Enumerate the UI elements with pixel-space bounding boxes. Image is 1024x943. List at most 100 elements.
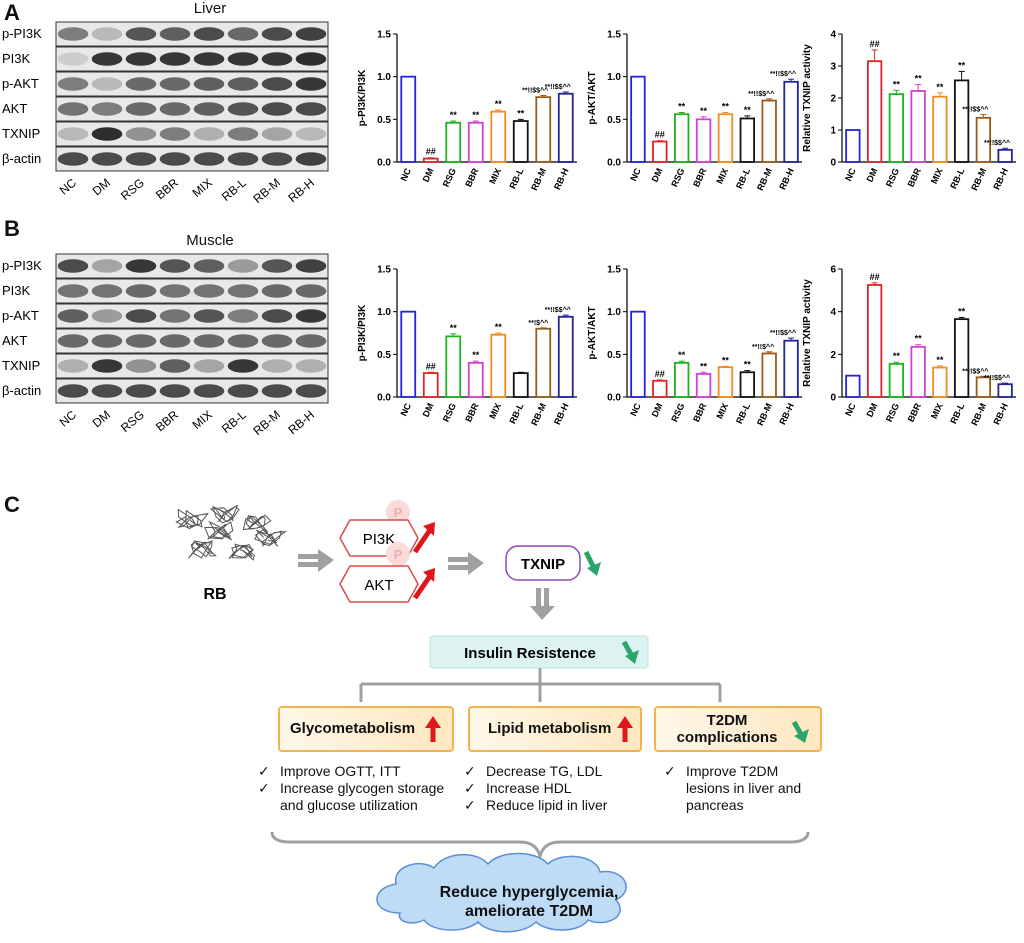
significance-label: **	[450, 323, 458, 333]
significance-label: **	[700, 106, 708, 116]
blot-band	[57, 384, 89, 398]
blot-band	[227, 27, 259, 41]
blot-row-label: AKT	[2, 101, 27, 116]
blot-band	[193, 127, 225, 141]
blot-band	[261, 359, 293, 373]
bar	[953, 79, 970, 163]
significance-label: **!!$$^^	[522, 86, 548, 94]
bar	[953, 318, 970, 398]
significance-label: **	[958, 306, 966, 316]
rb-strand	[187, 540, 217, 559]
blot-band	[193, 334, 225, 348]
significance-label: **!!$$^^	[962, 367, 988, 375]
txnip-down-arrow-icon	[583, 550, 601, 576]
bar	[630, 310, 646, 398]
bar	[845, 129, 861, 163]
blot-band	[125, 359, 157, 373]
blot-band	[57, 259, 89, 273]
significance-label: **	[495, 99, 503, 109]
y-tick-label: 1	[830, 126, 836, 137]
blot-row-label: p-PI3K	[2, 26, 42, 41]
blot-band	[227, 359, 259, 373]
list-item: Improve T2DM lesions in liver and pancre…	[664, 763, 814, 814]
blot-lane-label: BBR	[153, 407, 181, 434]
x-tick-label: DM	[864, 402, 879, 419]
blot-lane-label: NC	[57, 175, 80, 197]
y-tick-label: 0.0	[377, 158, 391, 169]
blot-band	[91, 334, 123, 348]
blot-band	[57, 27, 89, 41]
blot-band	[193, 77, 225, 91]
bar	[932, 95, 948, 163]
blot-band	[57, 102, 89, 116]
insulin-down-arrow-icon	[621, 640, 639, 664]
x-tick-label: RB-H	[777, 167, 796, 192]
blot-band	[125, 77, 157, 91]
blot-band	[125, 334, 157, 348]
blot-band	[57, 309, 89, 323]
y-tick-label: 0.5	[377, 350, 391, 361]
significance-label: **	[450, 110, 458, 120]
x-tick-label: RB-L	[734, 166, 752, 190]
blot-band	[57, 359, 89, 373]
blot-band	[261, 77, 293, 91]
bar	[997, 148, 1013, 163]
blot-band	[159, 102, 191, 116]
bar	[445, 335, 462, 398]
outcome-text: Reduce hyperglycemia, ameliorate T2DM	[439, 884, 619, 920]
panel-letter-c: C	[4, 492, 20, 517]
bar	[400, 75, 417, 163]
blot-band	[91, 309, 123, 323]
blot-row-label: PI3K	[2, 51, 31, 66]
significance-label: ##	[426, 147, 436, 157]
akt-up-arrow-icon	[412, 568, 435, 600]
blot-band	[91, 152, 123, 166]
bar	[674, 113, 690, 163]
blot-band	[295, 127, 327, 141]
arrow-akt-to-txnip	[448, 552, 484, 575]
x-tick-label: RB-L	[507, 401, 525, 425]
blot-band	[227, 259, 259, 273]
blot-lane-label: NC	[57, 407, 80, 429]
blot-band	[261, 52, 293, 66]
y-tick-label: 2	[830, 350, 836, 361]
x-tick-label: BBR	[691, 401, 709, 423]
bar	[845, 374, 861, 398]
x-tick-label: MIX	[714, 167, 730, 186]
y-tick-label: 4	[830, 307, 836, 318]
txnip-label: TXNIP	[521, 556, 565, 573]
significance-label: **	[472, 110, 480, 120]
rb-label: RB	[203, 586, 226, 603]
blot-band	[193, 309, 225, 323]
bar	[630, 75, 646, 163]
x-tick-label: MIX	[929, 402, 945, 421]
glycometabolism-box: Glycometabolism	[278, 706, 454, 752]
significance-label: **	[893, 79, 901, 89]
blot-band	[261, 384, 293, 398]
y-tick-label: 1.5	[377, 30, 391, 41]
blot-band	[91, 77, 123, 91]
lipid-metabolism-box: Lipid metabolism	[468, 706, 642, 752]
blot-band	[295, 259, 327, 273]
bar	[695, 118, 712, 163]
blot-band	[295, 52, 327, 66]
blot-band	[91, 52, 123, 66]
bar	[695, 373, 712, 398]
bar	[888, 363, 905, 398]
x-tick-label: DM	[421, 402, 436, 419]
bar	[400, 310, 417, 398]
bar	[783, 339, 799, 398]
insulin-resistance-box: Insulin Resistence	[429, 635, 649, 669]
x-tick-label: RB-M	[969, 167, 988, 193]
chart-liver-txnip: Relative TXNIP activity01234NC##DM**RSG*…	[802, 30, 1016, 193]
bar	[652, 140, 668, 163]
blot-band	[57, 127, 89, 141]
rb-strand	[242, 514, 272, 534]
blot-row-label: TXNIP	[2, 358, 40, 373]
y-tick-label: 1.5	[607, 265, 621, 276]
y-tick-label: 1.5	[377, 265, 391, 276]
blot-row-label: p-AKT	[2, 76, 39, 91]
blot-band	[57, 284, 89, 298]
bar	[717, 113, 734, 163]
